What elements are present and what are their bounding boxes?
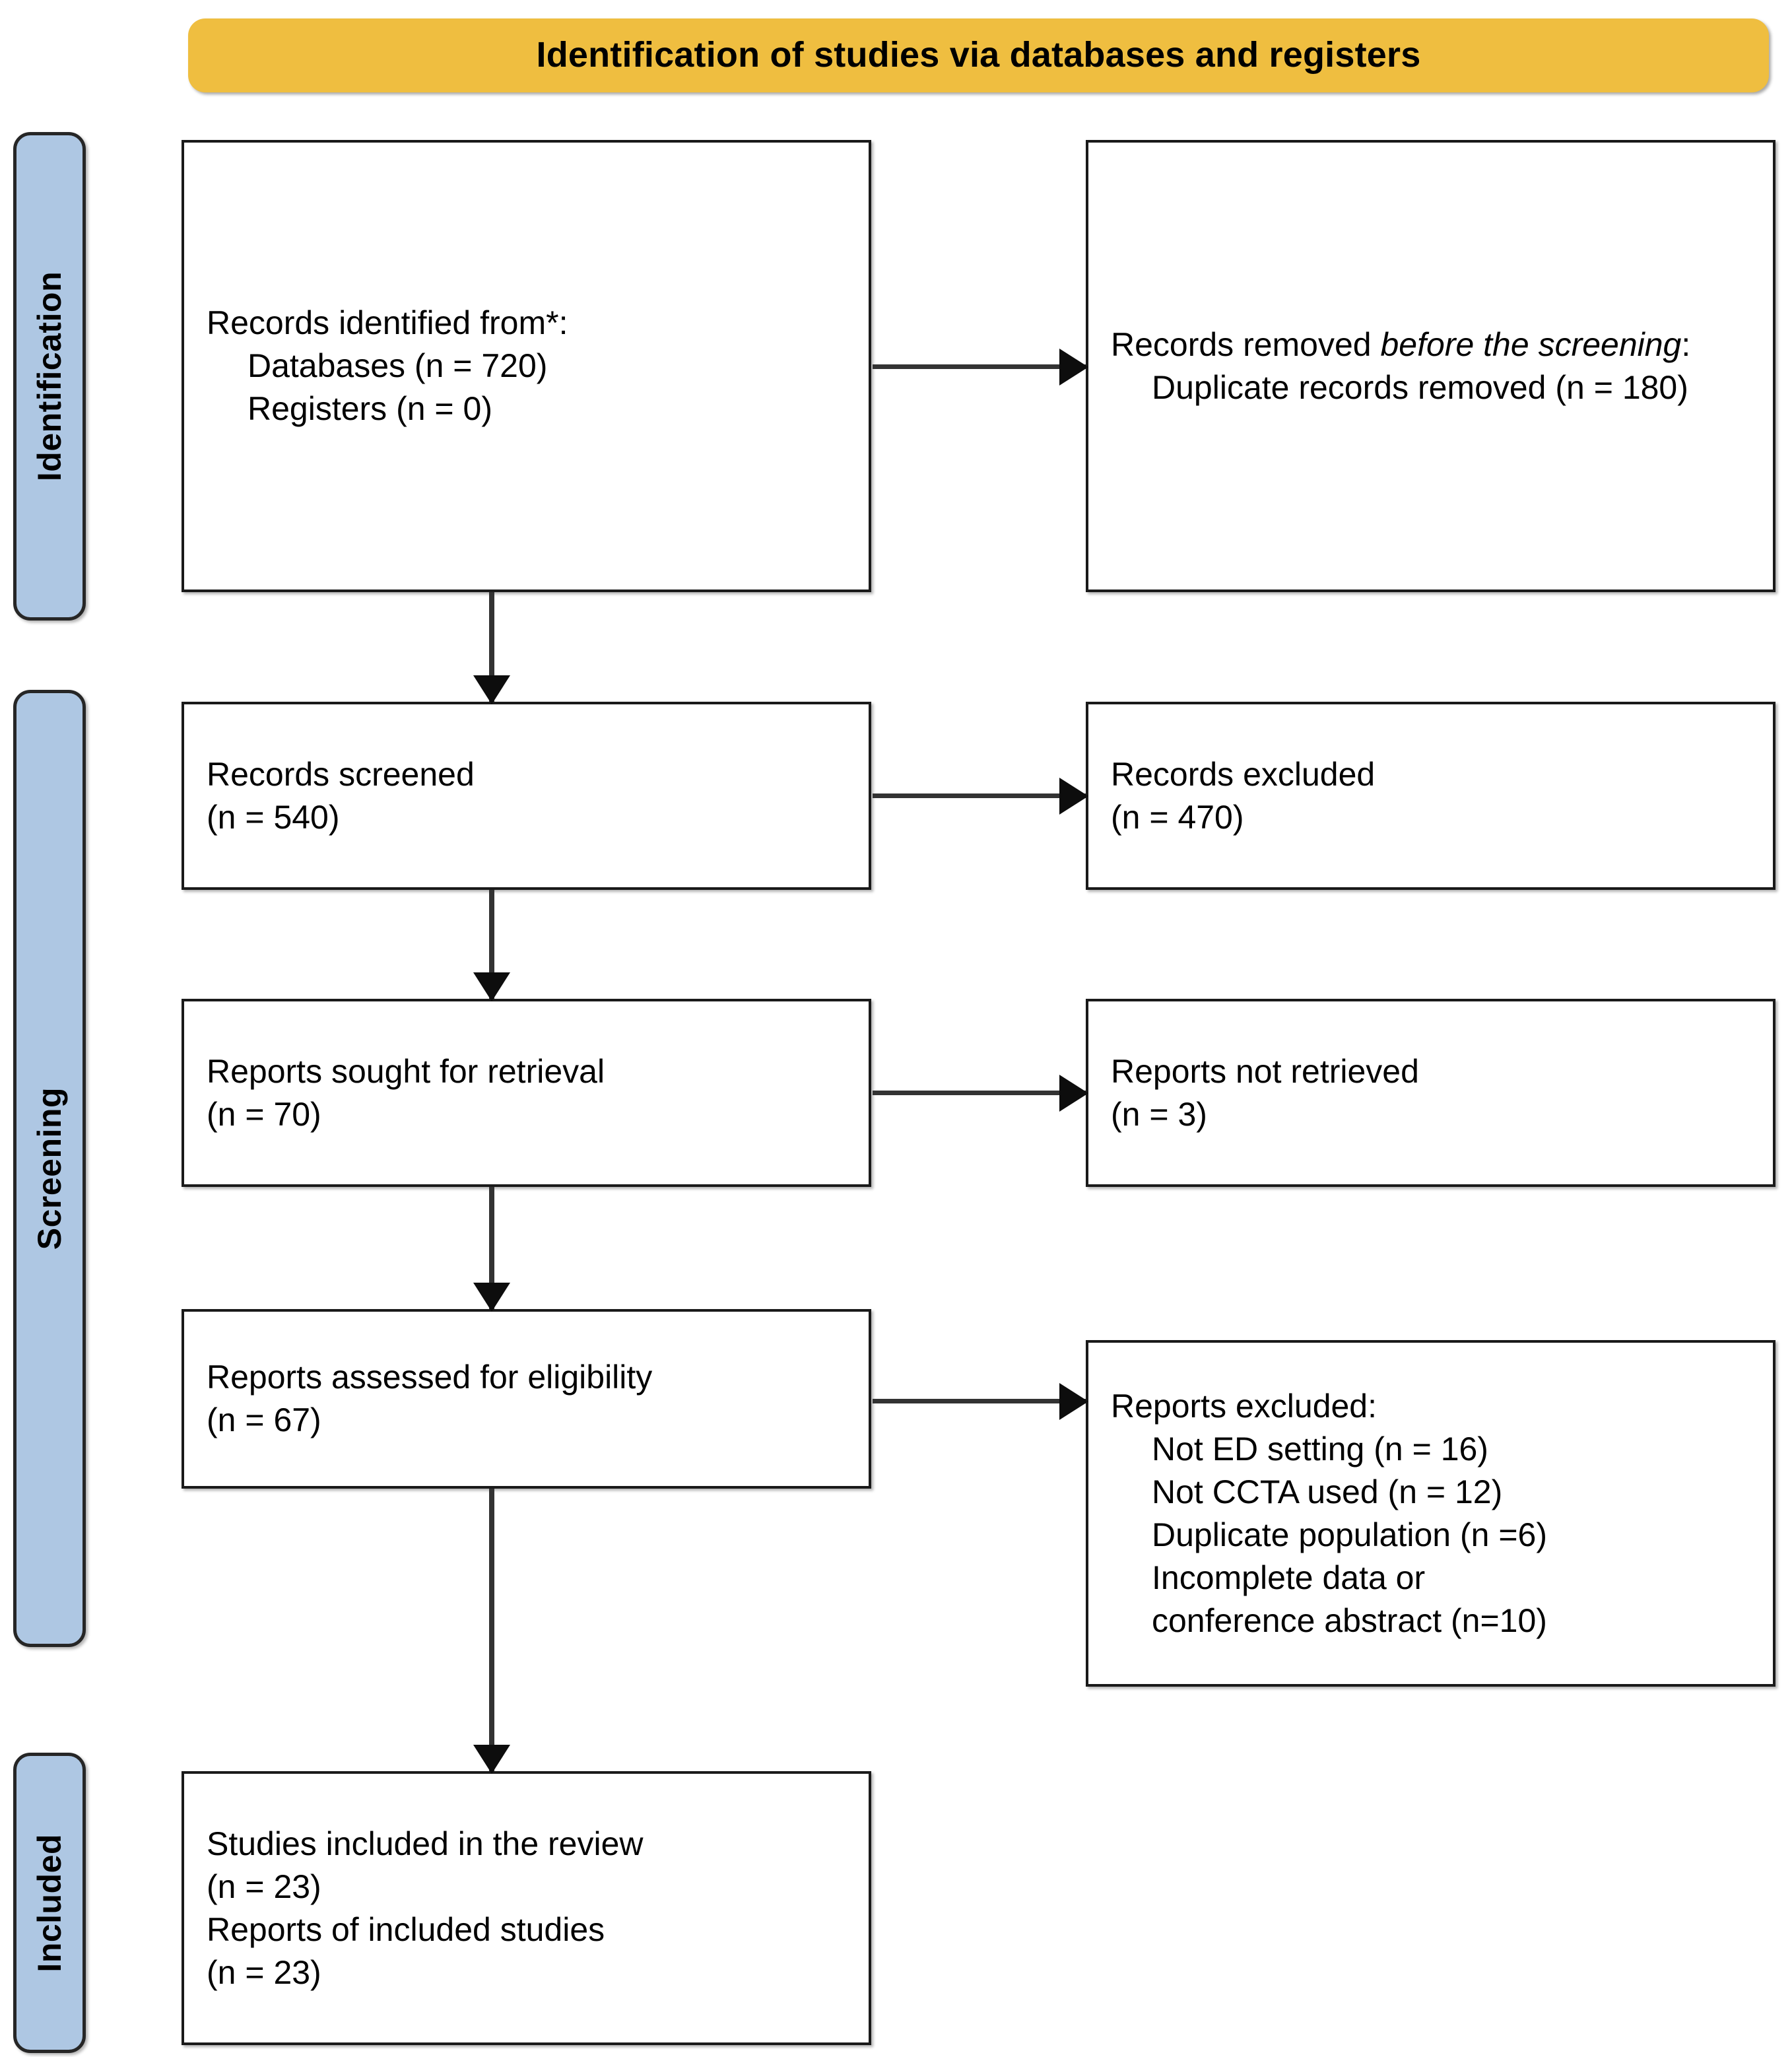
records-identified-databases: Databases (n = 720) xyxy=(248,347,548,384)
reports-not-retrieved-label: Reports not retrieved xyxy=(1111,1052,1419,1090)
studies-included-label: Studies included in the review xyxy=(207,1825,644,1862)
node-records-removed: Records removed before the screening: Du… xyxy=(1086,140,1775,592)
arrow-sought-to-assessed xyxy=(489,1187,494,1309)
stage-label-screening: Screening xyxy=(13,690,86,1647)
node-reports-not-retrieved: Reports not retrieved (n = 3) xyxy=(1086,999,1775,1187)
arrow-assessed-to-included xyxy=(489,1489,494,1771)
node-records-identified: Records identified from*: Databases (n =… xyxy=(182,140,871,592)
reports-excluded-not-ccta-used: Not CCTA used (n = 12) xyxy=(1152,1473,1503,1510)
stage-label-screening-text: Screening xyxy=(31,1087,68,1250)
studies-included-count: (n = 23) xyxy=(207,1868,321,1905)
records-removed-title-italic: before the screening xyxy=(1380,325,1682,363)
records-removed-title-post: : xyxy=(1681,325,1691,363)
node-records-excluded: Records excluded (n = 470) xyxy=(1086,702,1775,890)
records-removed-title: Records removed before the screening: xyxy=(1111,323,1750,366)
records-removed-title-pre: Records removed xyxy=(1111,325,1381,363)
records-removed-duplicates: Duplicate records removed (n = 180) xyxy=(1152,368,1688,406)
reports-assessed-count: (n = 67) xyxy=(207,1401,321,1438)
records-identified-registers: Registers (n = 0) xyxy=(248,390,492,427)
reports-assessed-label: Reports assessed for eligibility xyxy=(207,1359,653,1396)
arrow-identified-to-screened xyxy=(489,592,494,702)
stage-label-identification: Identification xyxy=(13,132,86,621)
stage-label-included: Included xyxy=(13,1753,86,2053)
diagram-header-banner: Identification of studies via databases … xyxy=(188,18,1769,92)
node-reports-assessed: Reports assessed for eligibility (n = 67… xyxy=(182,1309,871,1489)
arrow-screened-to-records-excluded xyxy=(873,793,1086,798)
reports-sought-label: Reports sought for retrieval xyxy=(207,1052,605,1090)
reports-excluded-incomplete-data-1: Incomplete data or xyxy=(1152,1559,1426,1596)
reports-included-label: Reports of included studies xyxy=(207,1910,605,1948)
reports-excluded-not-ed-setting: Not ED setting (n = 16) xyxy=(1152,1430,1488,1467)
reports-excluded-incomplete-data-2: conference abstract (n=10) xyxy=(1152,1602,1547,1639)
reports-excluded-title: Reports excluded: xyxy=(1111,1387,1377,1425)
node-studies-included: Studies included in the review (n = 23) … xyxy=(182,1771,871,2045)
arrow-identified-to-removed xyxy=(873,364,1086,369)
reports-included-count: (n = 23) xyxy=(207,1953,321,1991)
records-identified-title: Records identified from*: xyxy=(207,304,568,341)
reports-sought-count: (n = 70) xyxy=(207,1095,321,1133)
records-screened-count: (n = 540) xyxy=(207,798,340,836)
reports-not-retrieved-count: (n = 3) xyxy=(1111,1095,1207,1133)
stage-label-identification-text: Identification xyxy=(31,271,68,482)
arrow-screened-to-sought xyxy=(489,890,494,999)
records-screened-label: Records screened xyxy=(207,755,475,793)
arrow-sought-to-not-retrieved xyxy=(873,1091,1086,1095)
records-excluded-label: Records excluded xyxy=(1111,755,1376,793)
stage-label-included-text: Included xyxy=(31,1833,68,1973)
node-records-screened: Records screened (n = 540) xyxy=(182,702,871,890)
records-excluded-count: (n = 470) xyxy=(1111,798,1244,836)
arrow-assessed-to-reports-excluded xyxy=(873,1399,1086,1403)
reports-excluded-duplicate-population: Duplicate population (n =6) xyxy=(1152,1516,1547,1553)
node-reports-excluded: Reports excluded: Not ED setting (n = 16… xyxy=(1086,1340,1775,1687)
diagram-title: Identification of studies via databases … xyxy=(536,35,1421,75)
node-reports-sought: Reports sought for retrieval (n = 70) xyxy=(182,999,871,1187)
